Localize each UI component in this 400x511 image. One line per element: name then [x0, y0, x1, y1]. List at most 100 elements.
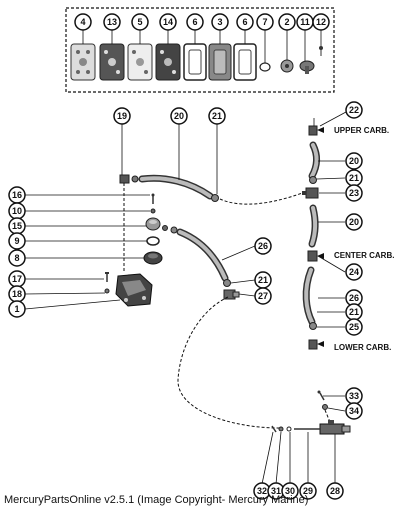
part-16-screw: [151, 193, 155, 204]
svg-text:21: 21: [258, 275, 268, 285]
callout-16: 16: [8, 186, 26, 204]
fitting-small-a: [162, 225, 168, 231]
callout-4: 4: [74, 13, 92, 31]
repair-kit-box: [65, 7, 335, 93]
svg-text:32: 32: [257, 486, 267, 496]
part-20-fuel-hose-upper: [138, 174, 214, 200]
svg-text:20: 20: [174, 111, 184, 121]
part-20-fuel-hose-right-upper: [308, 141, 321, 180]
callout-20-right-a: 20: [345, 152, 363, 170]
part-25-elbow: [308, 339, 324, 350]
part-23-tee-fitting: [302, 187, 319, 199]
callout-24: 24: [345, 263, 363, 281]
svg-text:25: 25: [349, 322, 359, 332]
callout-21-right-b: 21: [345, 303, 363, 321]
svg-text:29: 29: [303, 486, 313, 496]
upper-carb-label: UPPER CARB.: [334, 126, 389, 135]
kit-part-13-gasket: [99, 43, 125, 81]
svg-text:34: 34: [349, 406, 359, 416]
part-26-fuel-hose-right-lower: [302, 266, 316, 326]
main-leader-lines: [24, 118, 346, 485]
svg-text:20: 20: [349, 156, 359, 166]
svg-text:8: 8: [14, 253, 19, 263]
svg-text:19: 19: [117, 111, 127, 121]
svg-text:31: 31: [271, 486, 281, 496]
copyright-caption: MercuryPartsOnline v2.5.1 (Image Copyrig…: [4, 494, 309, 506]
callout-26-right: 26: [345, 289, 363, 307]
part-21-clamp-upper: [211, 194, 219, 202]
part-28-fuel-connector: [319, 420, 351, 435]
svg-text:20: 20: [349, 217, 359, 227]
kit-part-11-spring: [299, 60, 315, 74]
kit-leader-lines: [82, 30, 322, 63]
callout-5: 5: [131, 13, 149, 31]
callout-6b: 6: [236, 13, 254, 31]
dashed-route-lower: [177, 296, 281, 429]
callout-34: 34: [345, 402, 363, 420]
svg-text:30: 30: [285, 486, 295, 496]
callout-21-middle: 21: [254, 271, 272, 289]
callout-14: 14: [159, 13, 177, 31]
svg-text:6: 6: [192, 17, 197, 27]
part-18-washer: [104, 288, 110, 294]
svg-text:13: 13: [107, 17, 117, 27]
callout-29: 29: [299, 482, 317, 500]
svg-text:26: 26: [349, 293, 359, 303]
callout-1: 1: [8, 300, 26, 318]
svg-text:27: 27: [258, 291, 268, 301]
svg-text:7: 7: [262, 17, 267, 27]
center-carb-label: CENTER CARB.: [334, 251, 394, 260]
callout-26-middle: 26: [254, 237, 272, 255]
callout-12: 12: [312, 13, 330, 31]
svg-text:24: 24: [349, 267, 359, 277]
kit-part-6b-gasket: [233, 43, 257, 81]
part-22-fitting: [308, 125, 324, 136]
svg-text:6: 6: [242, 17, 247, 27]
svg-text:10: 10: [12, 206, 22, 216]
callout-19: 19: [113, 107, 131, 125]
svg-text:9: 9: [14, 236, 19, 246]
part-19-fitting: [119, 174, 139, 184]
callout-21-top: 21: [208, 107, 226, 125]
part-21-clamp-middle: [223, 279, 231, 287]
part-26-fuel-hose-middle: [176, 228, 229, 282]
callout-27: 27: [254, 287, 272, 305]
callout-13: 13: [103, 13, 121, 31]
kit-part-7-washer: [259, 62, 271, 72]
kit-part-12-retainer: [319, 46, 323, 56]
callout-8: 8: [8, 249, 26, 267]
callout-17: 17: [8, 270, 26, 288]
callout-33: 33: [345, 387, 363, 405]
part-15-filter: [145, 217, 161, 231]
svg-text:2: 2: [284, 17, 289, 27]
callout-20-top: 20: [170, 107, 188, 125]
callout-15: 15: [8, 217, 26, 235]
svg-text:12: 12: [316, 17, 326, 27]
part-21-clamp-right-b: [309, 322, 317, 330]
svg-text:21: 21: [212, 111, 222, 121]
svg-text:18: 18: [12, 289, 22, 299]
dashed-route-upper: [219, 191, 306, 205]
svg-text:14: 14: [163, 17, 173, 27]
callout-22: 22: [345, 101, 363, 119]
leader-22: [319, 111, 347, 127]
svg-text:22: 22: [349, 105, 359, 115]
callout-20-right-b: 20: [345, 213, 363, 231]
fitting-small-b: [170, 226, 178, 234]
svg-text:26: 26: [258, 241, 268, 251]
kit-part-14-gasket: [155, 43, 181, 81]
kit-part-2-valve: [280, 59, 294, 73]
part-30-oring: [286, 426, 292, 432]
svg-text:1: 1: [14, 304, 19, 314]
kit-part-3-diaphragm: [208, 43, 232, 81]
svg-text:3: 3: [217, 17, 222, 27]
callout-30: 30: [281, 482, 299, 500]
svg-text:23: 23: [349, 188, 359, 198]
part-34-washer: [322, 404, 328, 410]
callout-11: 11: [296, 13, 314, 31]
svg-text:16: 16: [12, 190, 22, 200]
svg-text:4: 4: [80, 17, 85, 27]
part-20-fuel-hose-right-middle: [308, 204, 319, 248]
part-27-elbow: [223, 289, 240, 300]
